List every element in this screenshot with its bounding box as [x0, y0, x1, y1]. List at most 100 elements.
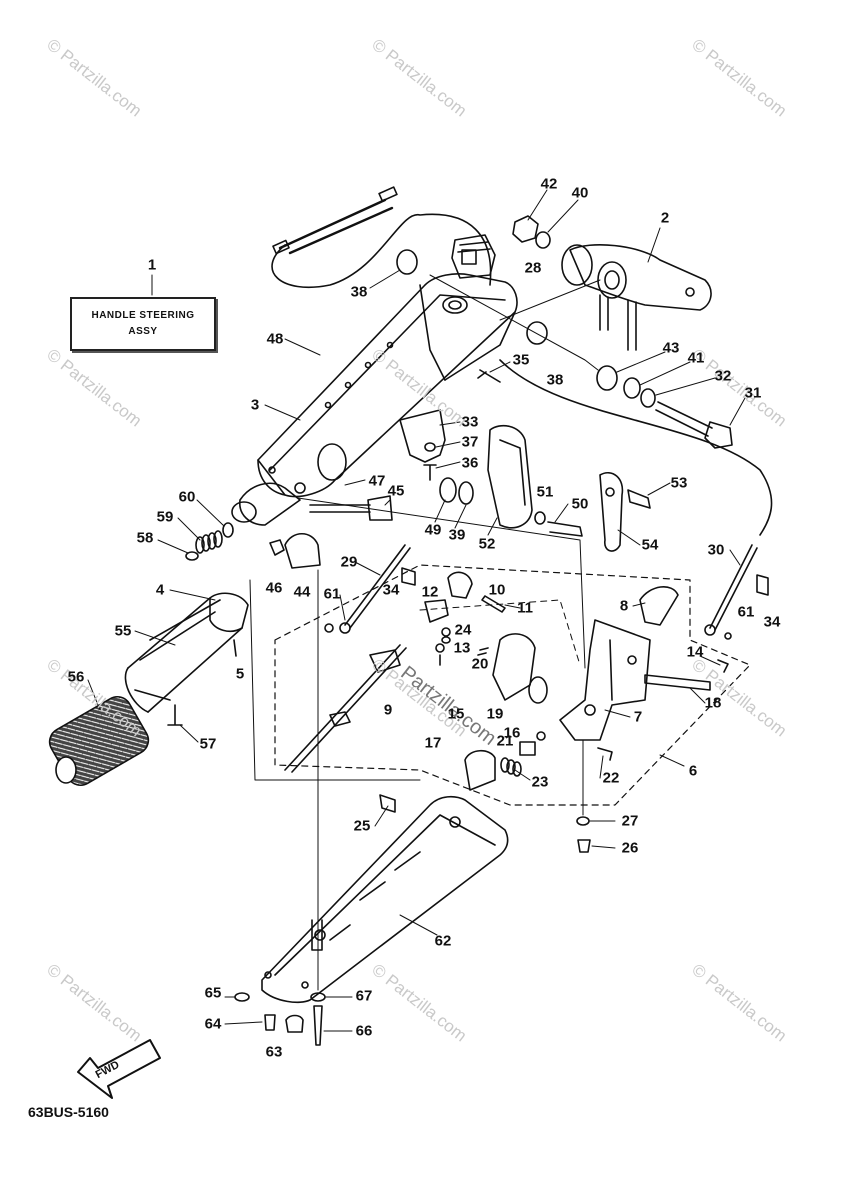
bolt-66 [313, 1005, 323, 1046]
part-callout-10: 10 [488, 581, 506, 599]
part-callout-24: 24 [454, 621, 472, 639]
part-callout-20: 20 [471, 655, 489, 673]
washer-37 [424, 442, 436, 452]
part-callout-3: 3 [250, 396, 260, 414]
part-callout-61: 61 [737, 603, 755, 621]
link-12 [424, 599, 449, 623]
part-callout-29: 29 [340, 553, 358, 571]
washer-65 [234, 992, 250, 1002]
part-callout-56: 56 [67, 668, 85, 686]
part-callout-28: 28 [524, 259, 542, 277]
clip-34-right [756, 574, 769, 596]
washer-67 [310, 992, 326, 1002]
part-callout-62: 62 [434, 932, 452, 950]
part-callout-50: 50 [571, 495, 589, 513]
ball-16 [536, 731, 546, 741]
part-callout-46: 46 [265, 579, 283, 597]
washer-32 [640, 388, 656, 408]
bottom-cover-62 [261, 795, 509, 1004]
shift-shaft-9 [284, 644, 401, 771]
part-callout-40: 40 [571, 184, 589, 202]
spring-59 [195, 530, 223, 554]
part-callout-9: 9 [383, 701, 393, 719]
part-callout-6: 6 [688, 762, 698, 780]
pin-18 [644, 674, 711, 691]
fwd-arrow-icon [77, 1039, 161, 1099]
part-callout-31: 31 [744, 384, 762, 402]
part-callout-66: 66 [355, 1022, 373, 1040]
part-callout-5: 5 [235, 665, 245, 683]
part-callout-67: 67 [355, 987, 373, 1005]
part-callout-19: 19 [486, 705, 504, 723]
bracket-33 [399, 409, 446, 463]
part-callout-55: 55 [114, 622, 132, 640]
shift-cable [499, 359, 773, 536]
throttle-cable [271, 186, 492, 289]
lever-10 [447, 571, 473, 599]
part-callout-26: 26 [621, 839, 639, 857]
plate-54 [599, 471, 624, 552]
part-callout-4: 4 [155, 581, 165, 599]
part-callout-47: 47 [368, 472, 386, 490]
part-callout-49: 49 [424, 521, 442, 539]
collar-38-lower [526, 321, 548, 345]
washer-41 [623, 377, 641, 399]
collar-38-upper [396, 249, 418, 275]
part-callout-13: 13 [453, 639, 471, 657]
lever-8 [639, 586, 679, 626]
part-callout-65: 65 [204, 984, 222, 1002]
part-callout-43: 43 [662, 339, 680, 357]
part-callout-64: 64 [204, 1015, 222, 1033]
screw-35 [477, 369, 501, 383]
part-callout-37: 37 [461, 433, 479, 451]
part-callout-11: 11 [517, 599, 533, 617]
part-callout-12: 12 [421, 583, 439, 601]
washer-27 [576, 816, 590, 826]
knob-45 [367, 495, 393, 521]
washer-39 [458, 481, 474, 505]
part-callout-61: 61 [323, 585, 341, 603]
part-callout-59: 59 [156, 508, 174, 526]
part-callout-34: 34 [763, 613, 781, 631]
pin-11 [481, 595, 506, 613]
throttle-grip-assembly [48, 592, 249, 787]
part-callout-7: 7 [633, 708, 643, 726]
part-callout-38: 38 [350, 283, 368, 301]
part-callout-53: 53 [670, 474, 688, 492]
screw-57 [167, 704, 183, 726]
part-callout-38: 38 [546, 371, 564, 389]
part-callout-27: 27 [621, 812, 639, 830]
nut-46 [269, 539, 285, 556]
clip-34-left [401, 567, 416, 586]
part-callout-16: 16 [503, 724, 521, 742]
assembly-label-line1: HANDLE STEERING [91, 310, 195, 321]
part-callout-35: 35 [512, 351, 530, 369]
part-callout-42: 42 [540, 175, 558, 193]
part-callout-48: 48 [266, 330, 284, 348]
part-callout-51: 51 [536, 483, 554, 501]
grommet-63 [285, 1014, 304, 1033]
part-callout-45: 45 [387, 482, 405, 500]
screw-25 [379, 794, 396, 813]
tiller-handle-body [231, 273, 518, 526]
washer-40 [535, 231, 551, 249]
part-callout-32: 32 [714, 367, 732, 385]
part-callout-41: 41 [687, 349, 705, 367]
part-callout-25: 25 [353, 817, 371, 835]
bolt-47 [309, 504, 371, 513]
rod-29 [344, 544, 406, 626]
part-callout-17: 17 [424, 734, 442, 752]
washer-19 [528, 676, 548, 704]
collar-60 [222, 522, 234, 538]
screw-36 [423, 464, 437, 481]
part-callout-63: 63 [265, 1043, 283, 1061]
part-callout-21: 21 [496, 732, 514, 750]
part-callout-30: 30 [707, 541, 725, 559]
screw-53 [627, 489, 651, 509]
friction-lever-52 [487, 424, 533, 529]
clip-14 [717, 659, 729, 673]
part-callout-14: 14 [686, 643, 704, 661]
part-callout-58: 58 [136, 529, 154, 547]
part-callout-18: 18 [704, 694, 722, 712]
part-callout-15: 15 [447, 705, 465, 723]
